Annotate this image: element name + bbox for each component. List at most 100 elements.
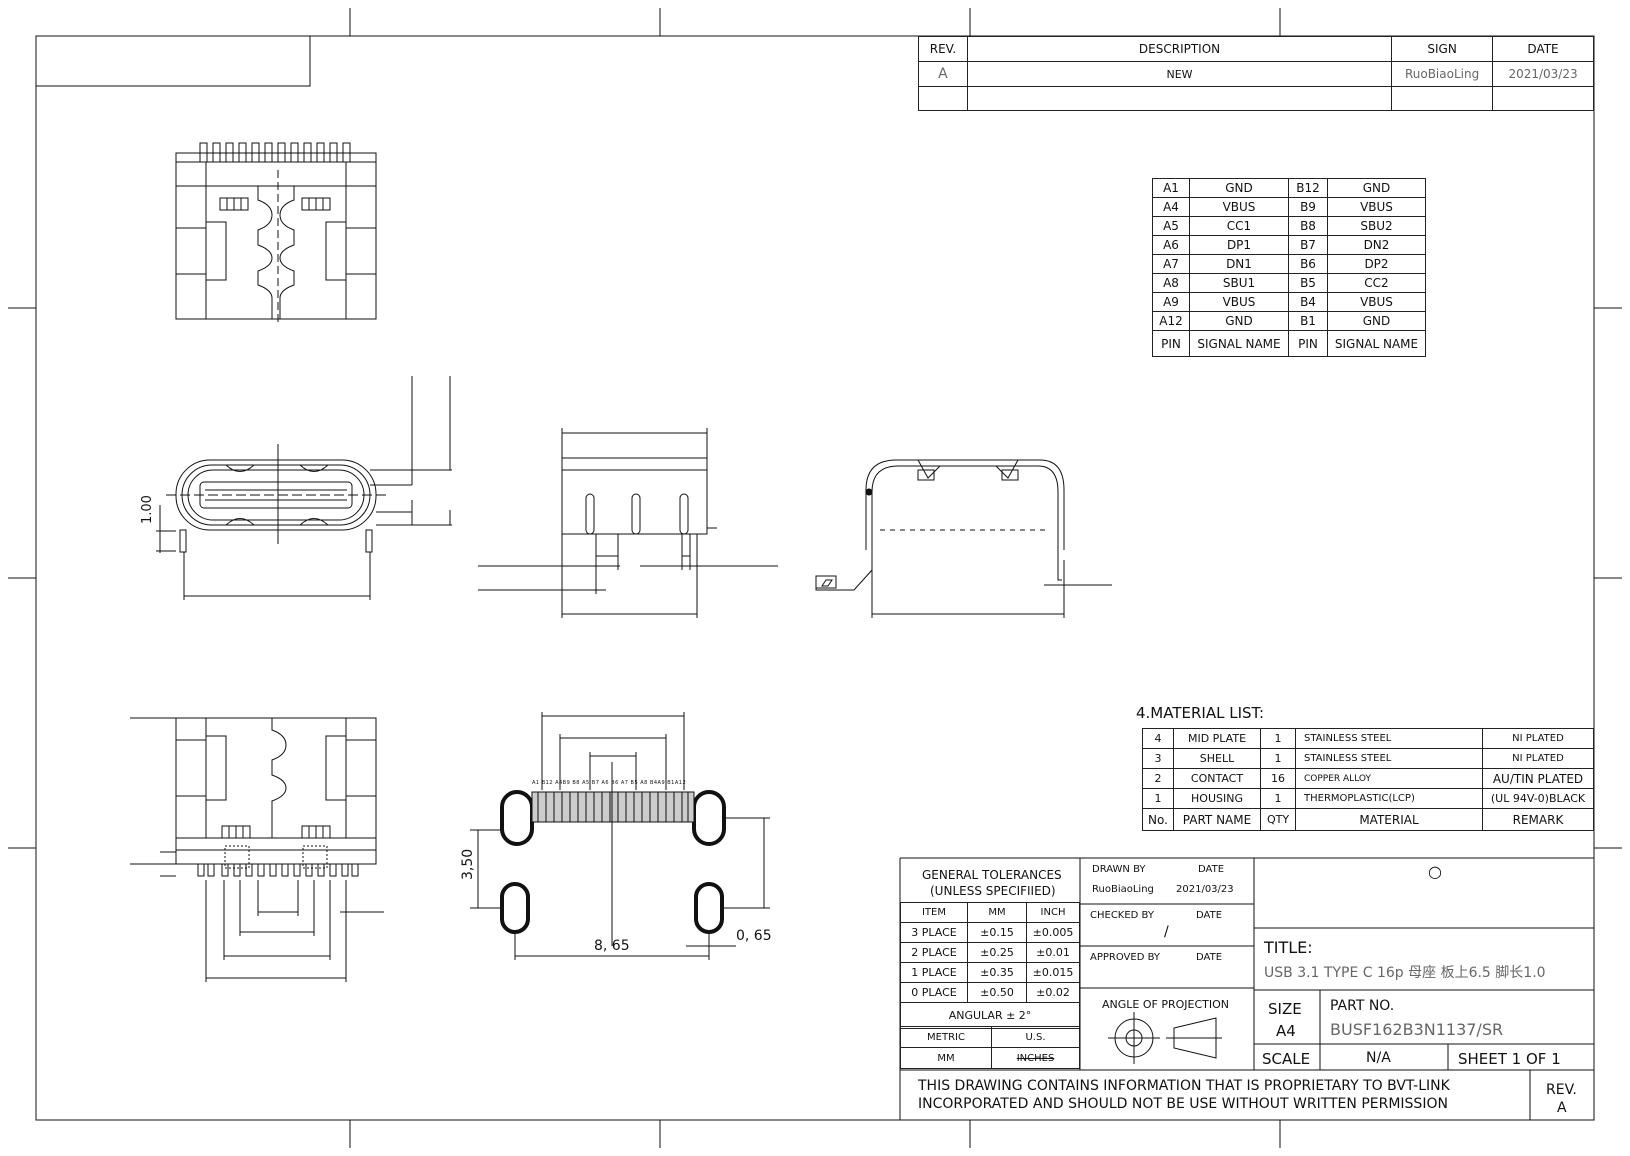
signal-cell: GND (1327, 311, 1426, 331)
pin-cell: B9 (1288, 197, 1328, 217)
pin-cell: A5 (1152, 216, 1190, 236)
signal-cell: VBUS (1327, 292, 1426, 312)
signal-cell: VBUS (1327, 197, 1426, 217)
signal-cell: VBUS (1189, 197, 1289, 217)
drawn-name: RuoBiaoLing (1092, 884, 1154, 895)
signal-cell: CC1 (1189, 216, 1289, 236)
proprietary-line-1: THIS DRAWING CONTAINS INFORMATION THAT I… (918, 1078, 1450, 1094)
qty-footer: QTY (1260, 808, 1296, 831)
tol-item: 3 PLACE (900, 922, 968, 943)
remark-footer: REMARK (1482, 808, 1594, 831)
rev-label: REV. (1546, 1082, 1577, 1098)
date-header: DATE (1492, 36, 1594, 62)
pcb-footprint (470, 712, 770, 960)
signal-cell: DN1 (1189, 254, 1289, 274)
tol-mm: ±0.35 (967, 962, 1027, 983)
dim-8-65: 8, 65 (594, 938, 630, 954)
rev-value: A (1557, 1100, 1567, 1116)
angle-projection-label: ANGLE OF PROJECTION (1102, 998, 1229, 1011)
part-footer: PART NAME (1173, 808, 1261, 831)
dim-1-00: 1.00 (140, 495, 155, 524)
remark-cell: (UL 94V-0)BLACK (1482, 788, 1594, 809)
pin-cell: B6 (1288, 254, 1328, 274)
part-cell: SHELL (1173, 748, 1261, 769)
signal-cell: SBU1 (1189, 273, 1289, 293)
part-cell: CONTACT (1173, 768, 1261, 789)
pin-strip-labels: A1 B12 A4B9 B8 A5 B7 A6 B6 A7 B5 A8 B4A9… (532, 780, 687, 786)
pin-footer: PIN (1288, 330, 1328, 357)
tol-mm: ±0.50 (967, 982, 1027, 1003)
tolerance-title: GENERAL TOLERANCES (922, 868, 1062, 882)
dim-3-50: 3,50 (460, 848, 476, 880)
signal-cell: CC2 (1327, 273, 1426, 293)
side-view (478, 428, 778, 618)
pin-cell: A8 (1152, 273, 1190, 293)
no-footer: No. (1142, 808, 1174, 831)
bend-detail (815, 575, 837, 589)
projection-trapezoid (1173, 1017, 1217, 1059)
drawn-by-label: DRAWN BY (1092, 864, 1146, 875)
dim-0-65: 0, 65 (736, 928, 772, 944)
signal-cell: DN2 (1327, 235, 1426, 255)
signal-cell: SBU2 (1327, 216, 1426, 236)
pin-cell: A7 (1152, 254, 1190, 274)
signal-footer: SIGNAL NAME (1327, 330, 1426, 357)
material-cell: COPPER ALLOY (1295, 768, 1483, 789)
metric-label: METRIC (900, 1026, 992, 1048)
material-list-title: 4.MATERIAL LIST: (1136, 704, 1265, 722)
tol-item: 0 PLACE (900, 982, 968, 1003)
tol-inch: ±0.02 (1026, 982, 1080, 1003)
top-view (175, 142, 377, 326)
title-value: USB 3.1 TYPE C 16p 母座 板上6.5 脚长1.0 (1264, 965, 1546, 981)
signal-cell: DP1 (1189, 235, 1289, 255)
rev-cell: A (918, 61, 968, 87)
title-label: TITLE: (1264, 938, 1313, 957)
mm-label: MM (900, 1047, 992, 1069)
section-view (815, 459, 1112, 618)
part-no-label: PART NO. (1330, 998, 1395, 1014)
no-cell: 4 (1142, 728, 1174, 749)
pin-cell: A12 (1152, 311, 1190, 331)
tol-item: 1 PLACE (900, 962, 968, 983)
checked-by-label: CHECKED BY (1090, 910, 1154, 921)
description-header: DESCRIPTION (966, 36, 1393, 62)
scale-label: SCALE (1262, 1050, 1311, 1068)
material-cell: THERMOPLASTIC(LCP) (1295, 788, 1483, 809)
tolerance-subtitle: (UNLESS SPECIFIIED) (930, 884, 1056, 898)
remark-cell: NI PLATED (1482, 728, 1594, 749)
inch-header: INCH (1026, 902, 1080, 923)
signal-cell: GND (1189, 311, 1289, 331)
proprietary-line-2: INCORPORATED AND SHOULD NOT BE USE WITHO… (918, 1096, 1448, 1112)
pin-cell: A6 (1152, 235, 1190, 255)
pin-cell: B7 (1288, 235, 1328, 255)
approved-date-label: DATE (1196, 952, 1223, 963)
pin-cell: B5 (1288, 273, 1328, 293)
scale-value: N/A (1366, 1050, 1391, 1066)
signal-cell: DP2 (1327, 254, 1426, 274)
qty-cell: 1 (1260, 788, 1296, 809)
material-cell: STAINLESS STEEL (1295, 748, 1483, 769)
approved-by-label: APPROVED BY (1090, 952, 1161, 963)
part-no-value: BUSF162B3N1137/SR (1330, 1020, 1504, 1039)
no-cell: 1 (1142, 788, 1174, 809)
remark-cell: AU/TIN PLATED (1482, 768, 1594, 789)
pin-cell: A1 (1152, 178, 1190, 198)
qty-cell: 1 (1260, 728, 1296, 749)
front-view (156, 376, 452, 600)
qty-cell: 1 (1260, 748, 1296, 769)
signal-cell: VBUS (1189, 292, 1289, 312)
qty-cell: 16 (1260, 768, 1296, 789)
description-cell: NEW (966, 61, 1393, 87)
pin-cell: A4 (1152, 197, 1190, 217)
checked-mark: / (1164, 924, 1169, 940)
logo-mark: ○ (1428, 862, 1442, 881)
drawn-date-label: DATE (1198, 864, 1225, 875)
sign-cell: RuoBiaoLing (1391, 61, 1494, 87)
tol-inch: ±0.005 (1026, 922, 1080, 943)
size-label: SIZE (1268, 1000, 1302, 1018)
rev-header: REV. (918, 36, 968, 62)
